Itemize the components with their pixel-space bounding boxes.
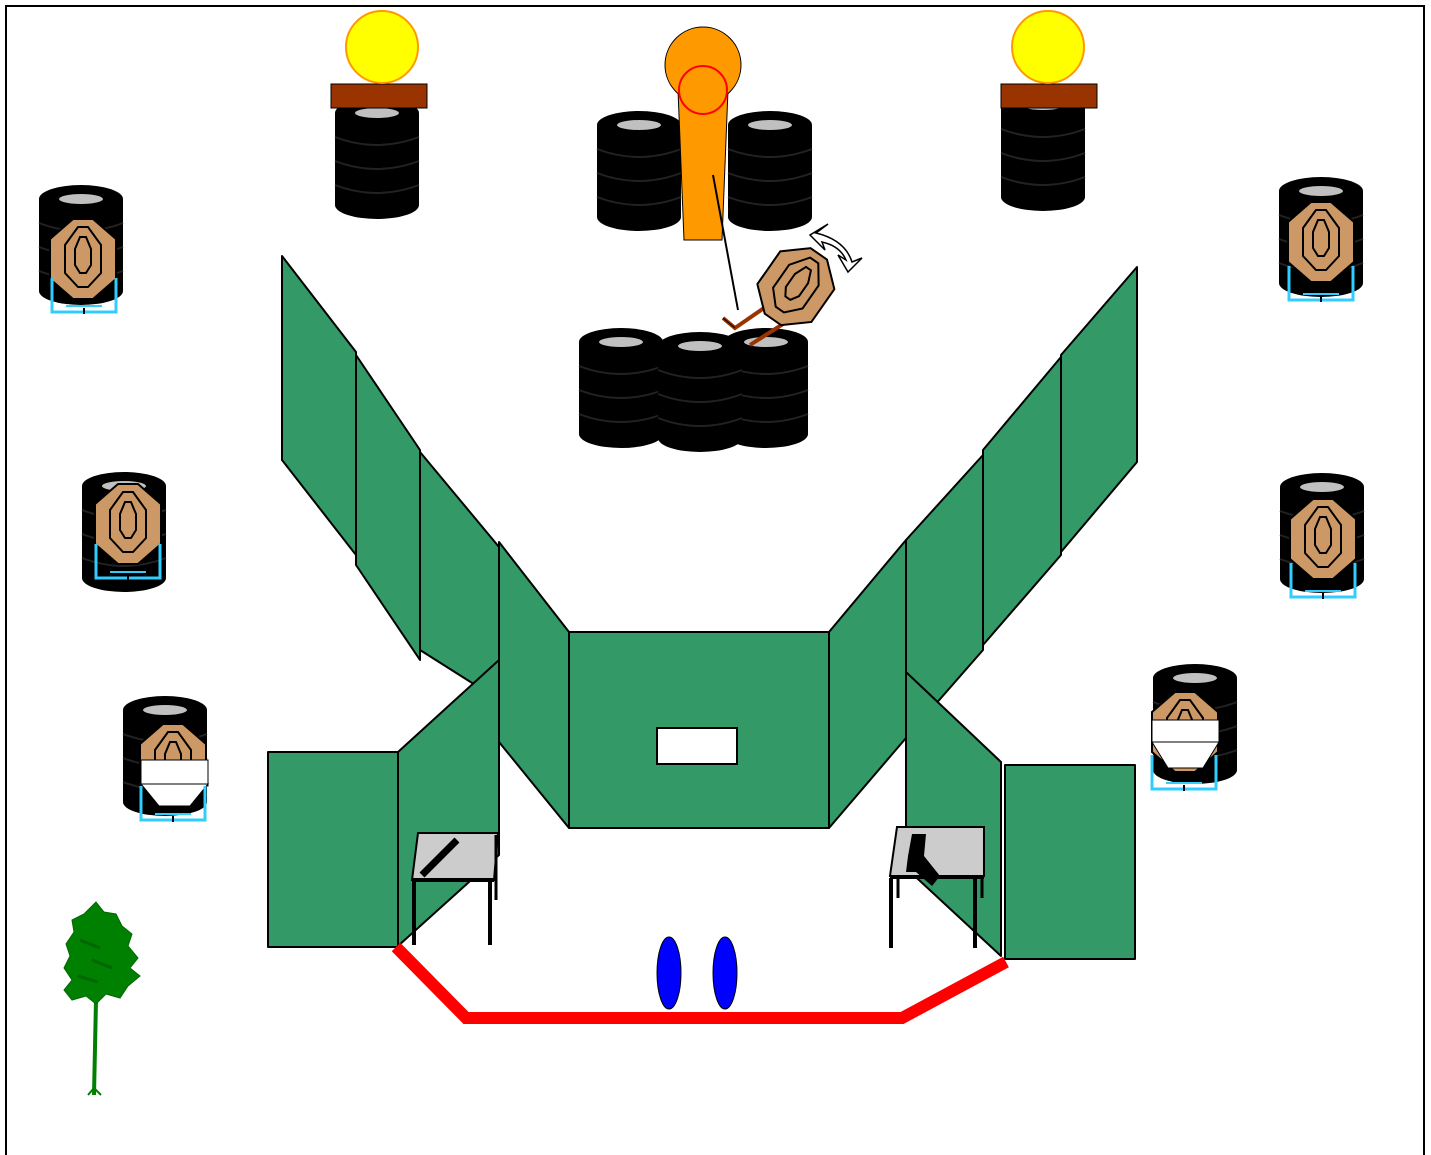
- paper-target-right-3: [1152, 664, 1237, 791]
- wall-front-right: [1005, 765, 1135, 959]
- popper-icon: [1012, 11, 1084, 83]
- paper-target-right-1: [1279, 177, 1363, 302]
- paper-target-left-2: [82, 472, 166, 592]
- paper-target-left-1: [39, 185, 123, 314]
- table-top: [890, 827, 984, 876]
- footprint-icon: [713, 937, 737, 1009]
- left-popper: [331, 11, 427, 219]
- no-shoot-cover: [141, 760, 208, 786]
- right-popper: [1001, 11, 1097, 211]
- no-shoot-cover: [1152, 720, 1219, 744]
- popper-base: [331, 84, 427, 108]
- center-tire-barricade: [579, 328, 808, 452]
- paper-target-left-3: [123, 696, 208, 822]
- footprint-icon: [657, 937, 681, 1009]
- popper-base: [1001, 84, 1097, 108]
- wall-front-left: [268, 752, 398, 947]
- window-port: [657, 728, 737, 764]
- popper-icon: [346, 11, 418, 83]
- paper-target-right-2: [1280, 473, 1364, 599]
